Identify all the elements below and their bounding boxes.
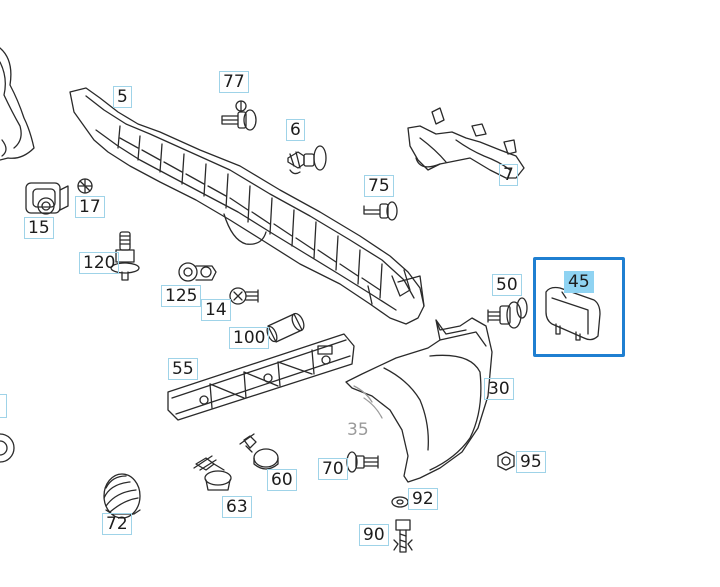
callout-72[interactable]: 72 <box>102 513 132 535</box>
callout-75[interactable]: 75 <box>364 175 394 197</box>
callout-63[interactable]: 63 <box>222 496 252 518</box>
callout-125[interactable]: 125 <box>161 285 202 307</box>
part-15-sensor <box>25 182 69 215</box>
offscreen-callout-edge[interactable] <box>0 394 7 418</box>
callout-55[interactable]: 55 <box>168 358 198 380</box>
part-95-nut <box>497 451 515 471</box>
callout-17[interactable]: 17 <box>75 196 105 218</box>
part-17-clip <box>77 178 93 194</box>
callout-95[interactable]: 95 <box>516 451 546 473</box>
callout-35[interactable]: 35 <box>347 420 369 440</box>
part-100-spacer <box>266 312 305 343</box>
callout-92[interactable]: 92 <box>408 488 438 510</box>
part-125-nut <box>178 262 217 282</box>
part-5-main-support-bracket <box>69 87 425 325</box>
selected-part-highlight-frame <box>533 257 625 357</box>
part-60-plug <box>239 433 279 470</box>
part-92-washer <box>391 496 409 508</box>
callout-14[interactable]: 14 <box>201 299 231 321</box>
callout-45[interactable]: 45 <box>564 271 594 293</box>
edge-round-part <box>0 433 15 463</box>
part-72-cap <box>103 473 141 519</box>
part-45-cover-cap <box>545 286 601 341</box>
part-90-screw <box>393 519 413 553</box>
callout-120[interactable]: 120 <box>79 252 120 274</box>
part-14-screw <box>229 287 259 305</box>
part-7-harness-bracket <box>407 107 525 179</box>
callout-5[interactable]: 5 <box>113 86 132 108</box>
callout-77[interactable]: 77 <box>219 71 249 93</box>
callout-70[interactable]: 70 <box>318 458 348 480</box>
edge-bracket-part <box>0 47 35 161</box>
callout-15[interactable]: 15 <box>24 217 54 239</box>
callout-6[interactable]: 6 <box>286 119 305 141</box>
callout-100[interactable]: 100 <box>229 327 270 349</box>
callout-60[interactable]: 60 <box>267 469 297 491</box>
callout-30[interactable]: 30 <box>484 378 514 400</box>
part-30-bumper-cover <box>345 317 493 483</box>
part-55-mounting-rail <box>167 333 355 421</box>
part-63-push-rivet <box>193 455 232 491</box>
part-6-fastener <box>287 145 327 175</box>
part-77-screw <box>221 100 257 131</box>
callout-50[interactable]: 50 <box>492 274 522 296</box>
part-75-screw <box>363 201 398 221</box>
part-120-bolt <box>110 231 140 281</box>
part-50-screw <box>487 297 528 329</box>
callout-90[interactable]: 90 <box>359 524 389 546</box>
callout-7[interactable]: 7 <box>499 164 518 186</box>
part-70-screw <box>346 451 379 473</box>
